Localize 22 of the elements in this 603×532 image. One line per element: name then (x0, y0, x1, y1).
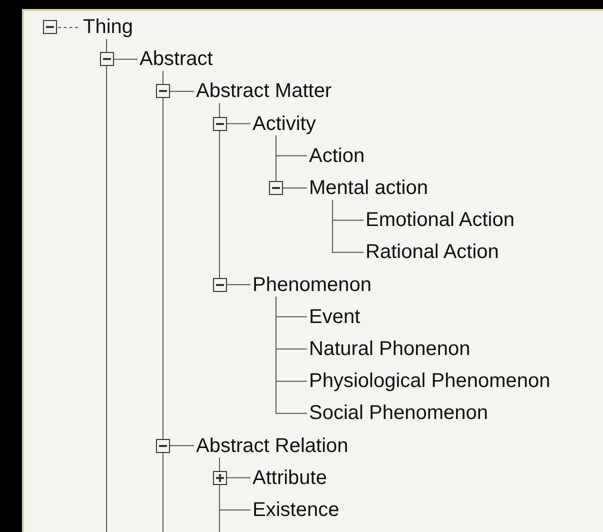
tree-item-label: Physiological Phenomenon (309, 369, 550, 394)
tree-connector (219, 102, 251, 286)
tree-item-label: Emotional Action (366, 208, 514, 232)
tree-item-label: Abstract Relation (196, 434, 348, 458)
tree-item-label: Rational Action (366, 240, 499, 264)
tree-item-label: Action (309, 144, 365, 168)
tree-item-label: Existence (252, 498, 340, 522)
tree-item-label: Thing (83, 15, 134, 39)
tree-item-label: Activity (252, 112, 316, 136)
tree-connector (162, 70, 194, 446)
tree-item-label: Abstract (140, 47, 213, 72)
tree-item-label: Phenomenon (252, 272, 372, 297)
tree-connector (276, 135, 308, 188)
tree-item-label: Natural Phonenon (309, 337, 470, 361)
tree-connector (219, 457, 251, 510)
tree-connector (276, 296, 308, 414)
tree-item-label: Mental action (309, 176, 428, 200)
tree-connector (332, 200, 364, 253)
tree-item-label: Event (309, 304, 360, 329)
tree-item-label: Attribute (252, 466, 327, 490)
tree-item-label: Abstract Matter (196, 79, 332, 104)
tree-item-label: Social Phenomenon (309, 401, 488, 426)
